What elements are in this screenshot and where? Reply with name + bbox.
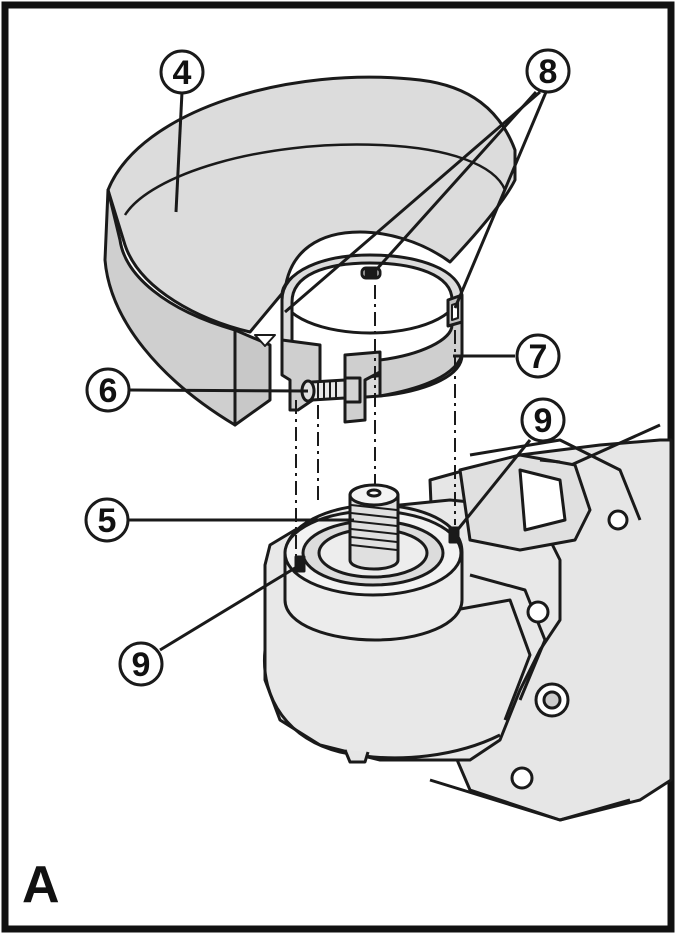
leader-9-bottom (159, 563, 301, 652)
svg-text:8: 8 (539, 53, 558, 91)
spindle-flange (283, 483, 464, 642)
wheel-guard (103, 75, 517, 427)
svg-text:6: 6 (99, 372, 118, 410)
callout-4: 4 (159, 49, 205, 95)
svg-text:9: 9 (534, 402, 553, 440)
leader-4 (174, 91, 184, 213)
notch-right (448, 526, 460, 544)
leader-8a (374, 90, 538, 272)
callout-9-top: 9 (520, 397, 566, 443)
svg-text:5: 5 (98, 502, 117, 540)
guard-arrow-mark (254, 334, 276, 347)
leader-8c (453, 91, 548, 309)
callout-9-bottom: 9 (118, 641, 164, 687)
leader-lines (128, 90, 548, 652)
svg-text:4: 4 (173, 54, 192, 92)
callout-8: 8 (525, 48, 571, 94)
svg-text:9: 9 (132, 646, 151, 684)
panel-label: A (22, 856, 60, 914)
grinder-head (262, 423, 673, 822)
callout-6: 6 (85, 367, 131, 413)
callout-5: 5 (84, 497, 130, 543)
leader-8b (284, 90, 541, 314)
notch-left (294, 555, 306, 573)
clamp-screw-body (310, 378, 347, 402)
callout-7: 7 (515, 333, 561, 379)
alignment-lines (295, 285, 456, 560)
leader-6 (128, 388, 309, 393)
bolt-hole-1 (526, 600, 550, 624)
leader-9-top (453, 439, 532, 534)
clamp-jaw-right (343, 350, 382, 424)
svg-text:7: 7 (529, 338, 548, 376)
bolt-hole-3 (510, 766, 534, 790)
